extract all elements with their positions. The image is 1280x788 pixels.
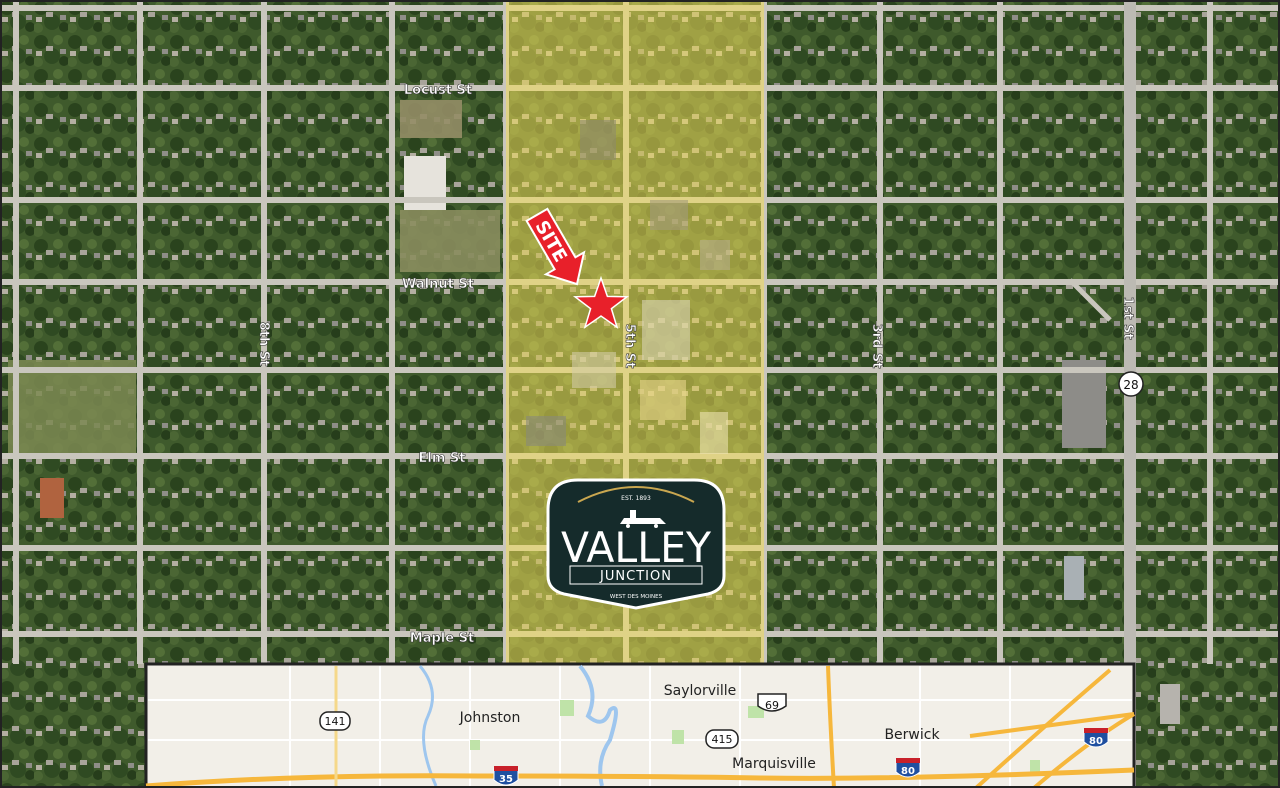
tennis-court [40,478,64,518]
school-lot [400,100,462,138]
interstate-80-east-shield-icon: 80 [1083,728,1109,748]
interstate-35-number: 35 [499,774,513,785]
school-field [400,210,500,272]
route-141-number: 141 [325,715,346,728]
interstate-80-east-number: 80 [1089,736,1103,747]
street-labels: Locust St Walnut St Elm St Maple St 8th … [256,83,1136,647]
street-label-3rd: 3rd St [869,324,884,369]
commercial-building [1064,556,1084,600]
street-label-walnut: Walnut St [402,277,474,292]
logo-city: WEST DES MOINES [610,594,663,600]
place-johnston: Johnston [459,710,521,726]
interstate-80-shield-icon: 80 [895,758,921,778]
place-marquisville: Marquisville [732,756,816,772]
street-label-elm: Elm St [419,451,466,466]
interstate-35-shield-icon: 35 [493,766,519,786]
us-69-number: 69 [765,699,779,712]
street-label-locust: Locust St [404,83,472,98]
logo-sub: JUNCTION [599,569,672,584]
logo-est: EST. 1893 [621,495,651,502]
site-star-icon [572,275,630,330]
substation [1062,360,1106,448]
highway-28-shield: 28 [1118,371,1144,397]
place-berwick: Berwick [884,727,940,743]
site-arrow-shape [525,207,586,286]
route-141-shield-icon: 141 [319,711,351,731]
district-buildings [526,120,730,454]
logo-name: VALLEY [561,523,711,572]
street-label-8th: 8th St [256,322,271,367]
inset-map-frame [144,662,1136,788]
inset-streets [148,666,1132,786]
interstate-80-number: 80 [901,766,915,777]
us-69-shield-icon: 69 [757,693,787,712]
route-415-number: 415 [712,733,733,746]
street-label-5th: 5th St [622,324,637,369]
street-label-maple: Maple St [410,631,474,646]
valley-junction-logo: EST. 1893 VALLEY JUNCTION WEST DES MOINE… [546,478,726,610]
route-415-shield-icon: 415 [705,729,739,749]
highway-28-number: 28 [1123,378,1138,392]
park-field [8,360,136,456]
train-icon [620,510,666,528]
inset-map[interactable]: Saylorville Johnston Berwick Marquisvill… [144,662,1136,788]
building [1160,684,1180,724]
place-saylorville: Saylorville [664,683,737,699]
street-label-1st: 1st St [1120,296,1135,339]
